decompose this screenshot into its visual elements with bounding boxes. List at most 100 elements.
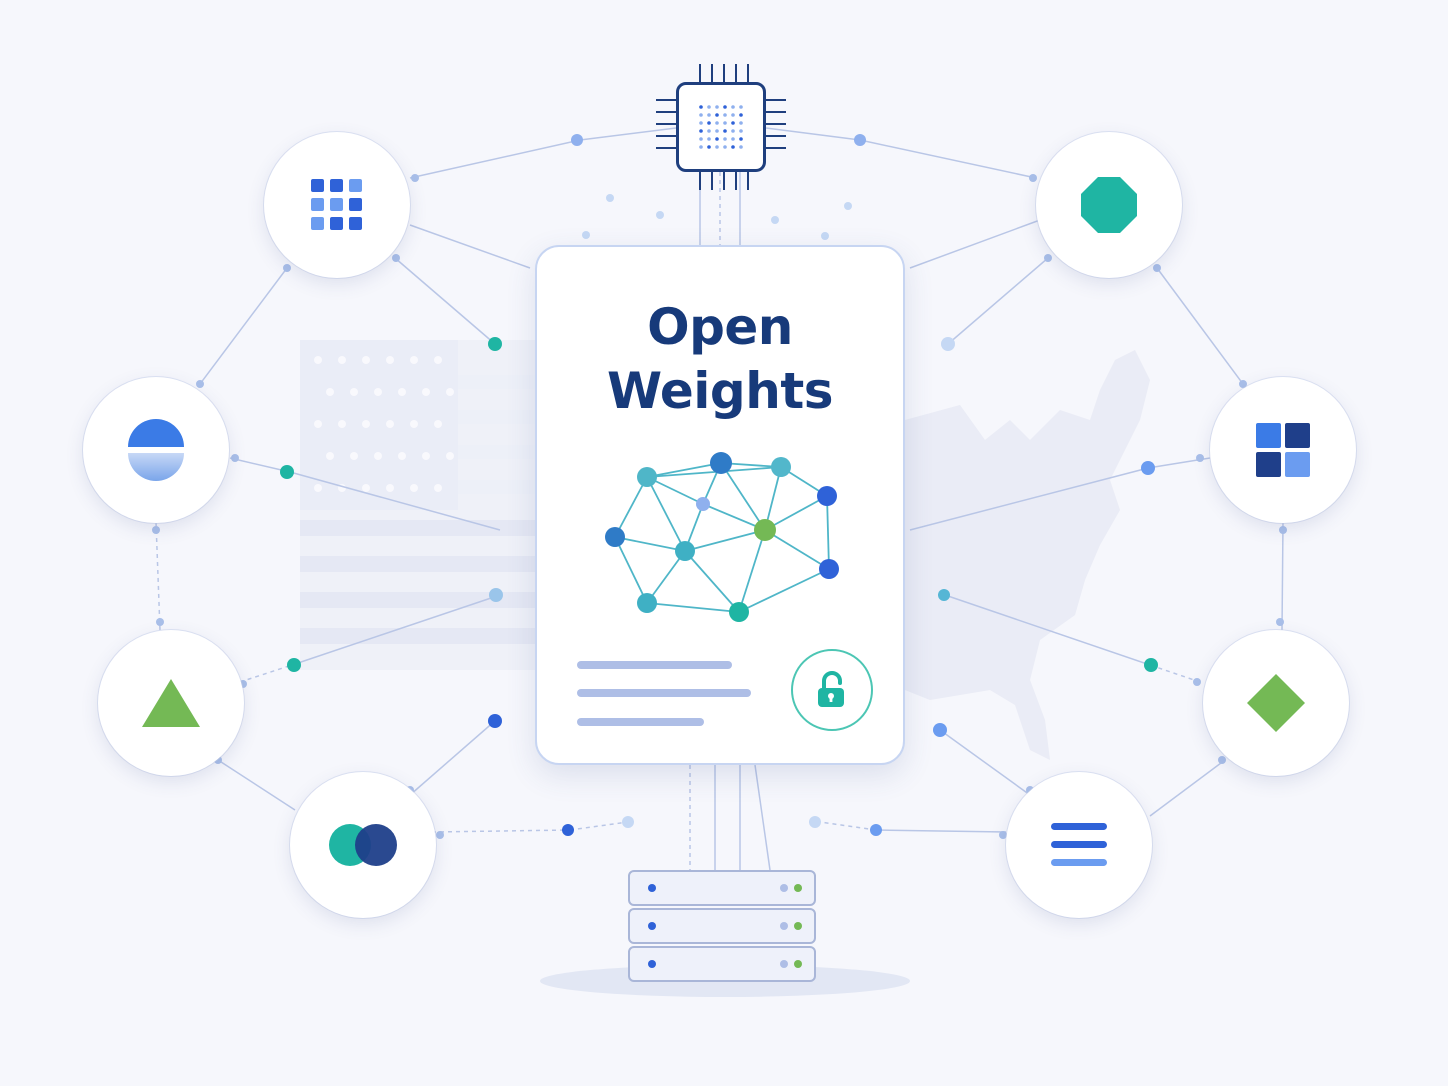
chip-dot <box>723 121 727 125</box>
connector-line <box>819 821 877 831</box>
chip-dot <box>723 137 727 141</box>
node-top-right <box>1036 132 1182 278</box>
chip-dot <box>731 121 735 125</box>
connector-dot <box>196 380 204 388</box>
chip-dot <box>715 113 719 117</box>
connector-dot <box>606 194 614 202</box>
connector-dot <box>489 588 503 602</box>
chip-pins <box>656 64 786 190</box>
network-node <box>817 486 837 506</box>
network-edge <box>826 495 830 570</box>
connector-dot <box>152 526 160 534</box>
connector-dot <box>1029 174 1037 182</box>
connector-dot <box>280 465 294 479</box>
connector-dot <box>1279 526 1287 534</box>
flag-star <box>314 420 322 428</box>
server-unit <box>628 870 816 906</box>
network-node <box>675 541 695 561</box>
flag-star <box>350 452 358 460</box>
chip-dot <box>731 137 735 141</box>
network-edge <box>614 536 686 552</box>
connector-dot <box>156 618 164 626</box>
node-left-upper <box>83 377 229 523</box>
network-edge <box>646 550 686 604</box>
octagon-icon <box>1081 177 1137 233</box>
connector-dot <box>1193 678 1201 686</box>
flag-star <box>386 356 394 364</box>
connector-dot <box>844 202 852 210</box>
chip-dot <box>699 105 703 109</box>
chip-dot <box>731 113 735 117</box>
chip-dot <box>715 105 719 109</box>
chip-dot <box>707 121 711 125</box>
network-node <box>637 593 657 613</box>
chip-dot <box>731 105 735 109</box>
node-bottom-right <box>1006 772 1152 918</box>
us-flag-icon <box>300 340 535 670</box>
connector-line <box>394 257 496 345</box>
unlocked-padlock-icon <box>818 671 844 707</box>
flag-star <box>314 356 322 364</box>
network-node <box>729 602 749 622</box>
connector-dot <box>571 134 583 146</box>
flag-star <box>434 484 442 492</box>
flag-star <box>398 388 406 396</box>
chip-dot <box>707 105 711 109</box>
chip-dot <box>699 137 703 141</box>
flag-star <box>410 356 418 364</box>
server-unit <box>628 946 816 982</box>
chip-dot <box>715 137 719 141</box>
connector-dot <box>562 824 574 836</box>
connector-line <box>875 829 1007 833</box>
flag-star <box>314 484 322 492</box>
network-edge <box>614 536 648 604</box>
flag-star <box>398 452 406 460</box>
connector-dot <box>287 658 301 672</box>
connector-dot <box>392 254 400 262</box>
flag-star <box>362 356 370 364</box>
chip-icon <box>676 82 766 172</box>
connector-dot <box>933 723 947 737</box>
flag-star <box>350 388 358 396</box>
connector-dot <box>488 714 502 728</box>
diamond-icon <box>1247 674 1305 732</box>
network-edge <box>702 503 766 531</box>
connector-dot <box>231 454 239 462</box>
flag-star <box>422 388 430 396</box>
connector-line <box>1149 664 1201 683</box>
chip-dot <box>699 145 703 149</box>
connector-dot <box>1218 756 1226 764</box>
connector-dot <box>1276 618 1284 626</box>
connector-dot <box>941 337 955 351</box>
connector-line <box>1149 759 1226 817</box>
connector-line <box>909 219 1041 269</box>
network-edge <box>646 476 704 505</box>
flag-star <box>386 484 394 492</box>
connector-line <box>765 127 861 141</box>
network-edge <box>738 568 830 613</box>
network-edge <box>614 476 648 538</box>
flag-star <box>446 388 454 396</box>
flag-star <box>362 484 370 492</box>
flag-star <box>326 452 334 460</box>
node-right-upper <box>1210 377 1356 523</box>
grid-dots-icon <box>311 179 362 230</box>
connector-dot <box>656 211 664 219</box>
chip-dot <box>723 105 727 109</box>
network-edge <box>684 529 766 552</box>
connector-line <box>409 719 497 796</box>
chip-dot <box>707 113 711 117</box>
connector-dot <box>1141 461 1155 475</box>
chip-dot <box>707 145 711 149</box>
network-node <box>637 467 657 487</box>
connector-line <box>217 759 296 811</box>
connector-line <box>754 764 771 871</box>
chip-dot <box>699 129 703 133</box>
network-node <box>605 527 625 547</box>
connector-dot <box>582 231 590 239</box>
network-edge <box>720 462 766 531</box>
flag-star <box>434 356 442 364</box>
chip-dot <box>739 145 743 149</box>
chip-dot <box>739 105 743 109</box>
